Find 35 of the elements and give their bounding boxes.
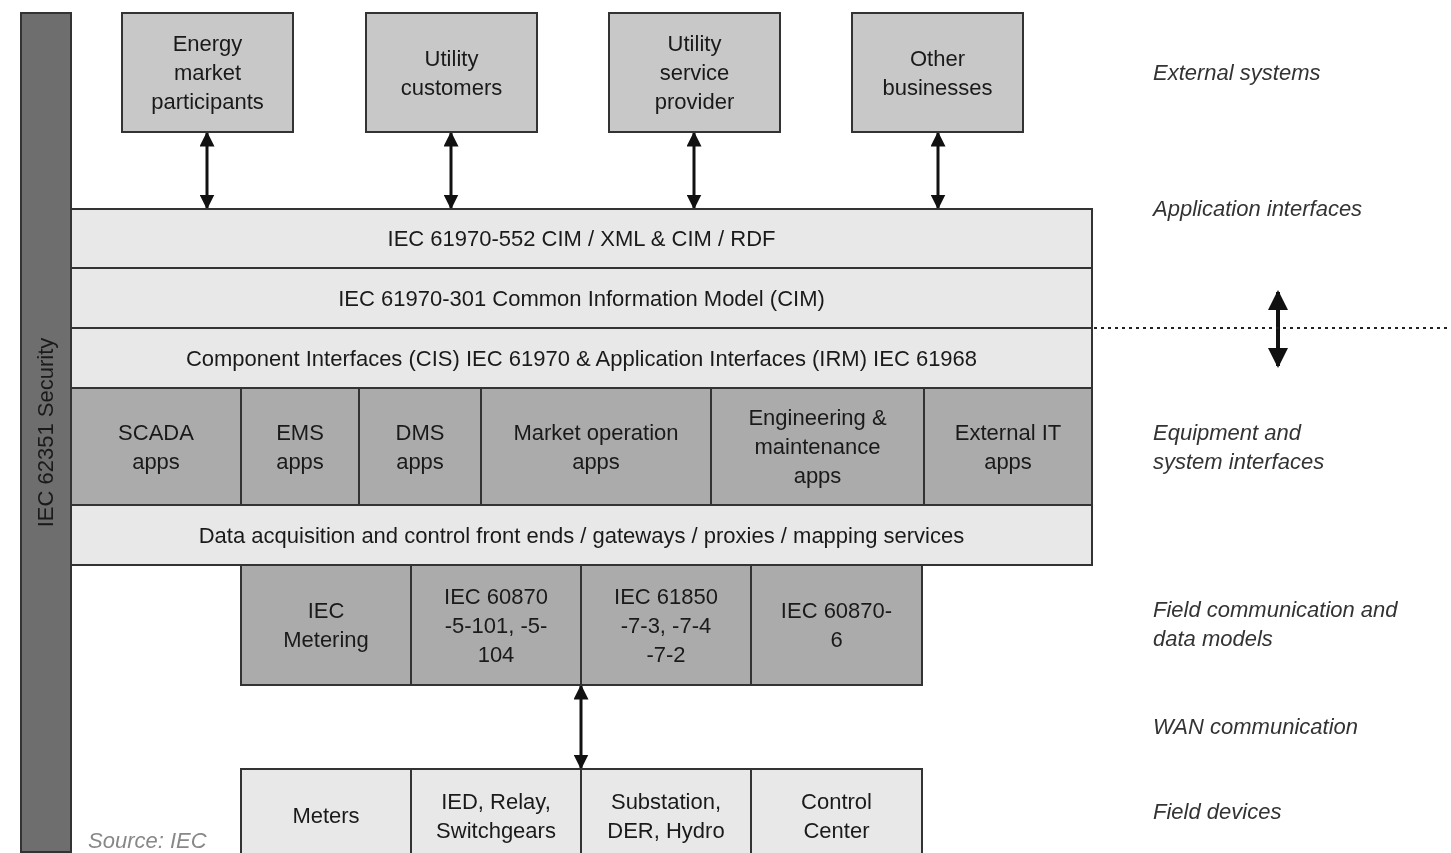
app-box: External IT apps [923, 387, 1093, 506]
device-box: Meters [240, 768, 412, 853]
layer-label: Application interfaces [1153, 195, 1363, 223]
system-box: Other businesses [851, 12, 1024, 133]
source-note: Source: IEC [88, 827, 207, 853]
app-box: Engineering & maintenance apps [710, 387, 925, 506]
layer-label: Field devices [1153, 798, 1282, 826]
layer-label: WAN communication [1153, 713, 1358, 741]
protocol-box: IEC 60870-6 [750, 564, 923, 686]
security-bar: IEC 62351 Security [20, 12, 72, 853]
layer-band: Data acquisition and control front ends / gateways / proxies / mapping services [70, 504, 1093, 566]
protocol-box: IEC 61850 -7-3, -7-4 -7-2 [580, 564, 752, 686]
app-box: SCADA apps [70, 387, 242, 506]
device-box: Control Center [750, 768, 923, 853]
system-box: Utility service provider [608, 12, 781, 133]
layer-label: External systems [1153, 59, 1321, 87]
device-box: IED, Relay, Switchgears [410, 768, 582, 853]
layer-band: Component Interfaces (CIS) IEC 61970 & Application Interfaces (IRM) IEC 61968 [70, 327, 1093, 389]
layer-label: Equipment and system interfaces [1153, 419, 1326, 476]
layer-band: IEC 61970-552 CIM / XML & CIM / RDF [70, 208, 1093, 269]
double-arrow [573, 684, 589, 770]
system-box: Utility customers [365, 12, 538, 133]
app-box: EMS apps [240, 387, 360, 506]
device-box: Substation, DER, Hydro [580, 768, 752, 853]
layer-band: IEC 61970-301 Common Information Model (CIM) [70, 267, 1093, 329]
double-arrow [443, 131, 459, 210]
double-arrow [686, 131, 702, 210]
app-box: Market operation apps [480, 387, 712, 506]
double-arrow [930, 131, 946, 210]
layer-label: Field communication and data models [1153, 596, 1399, 653]
protocol-box: IEC 60870 -5-101, -5-104 [410, 564, 582, 686]
protocol-box: IEC Metering [240, 564, 412, 686]
double-arrow [199, 131, 215, 210]
app-box: DMS apps [358, 387, 482, 506]
system-box: Energy market participants [121, 12, 294, 133]
